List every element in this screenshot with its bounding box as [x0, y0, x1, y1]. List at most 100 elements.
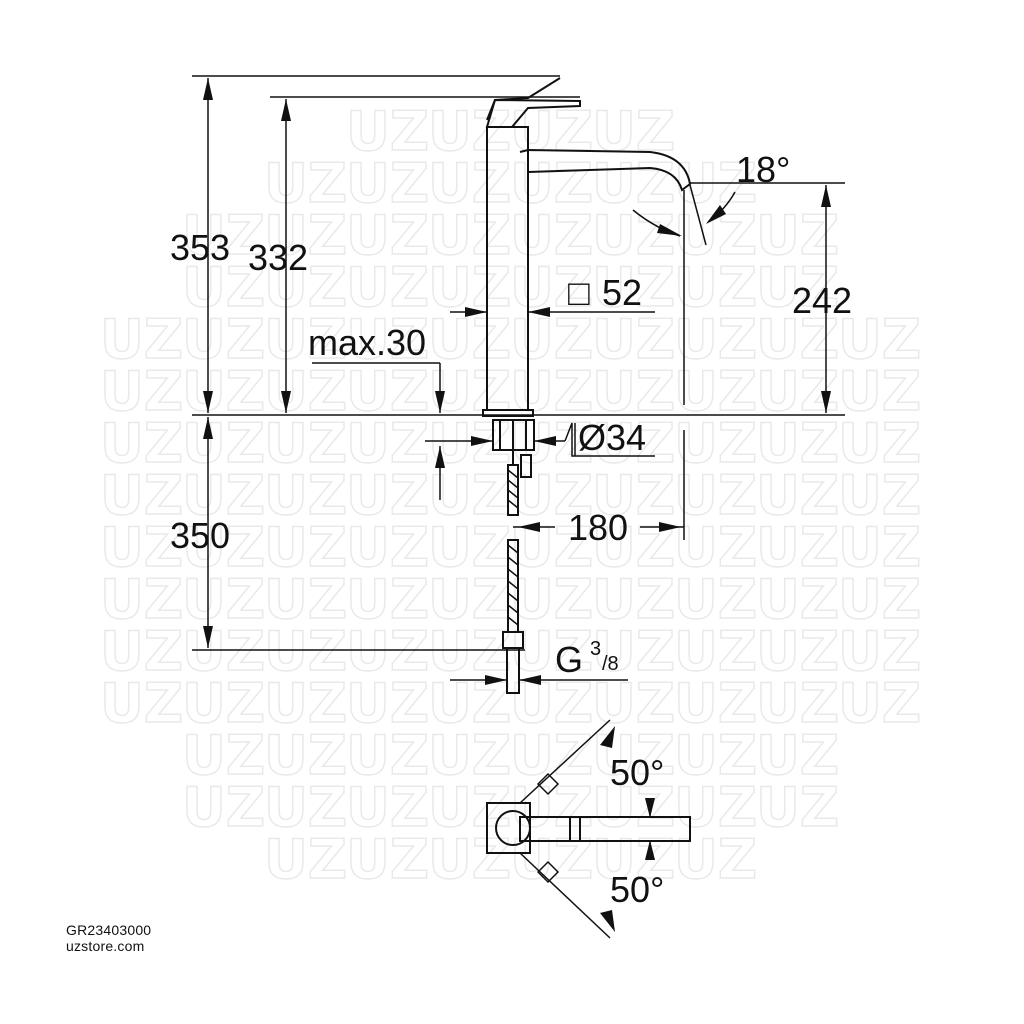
watermark-text: UZ — [756, 516, 839, 579]
watermark-text: UZ — [838, 360, 921, 423]
watermark-text: UZ — [756, 620, 839, 683]
watermark-text: UZ — [674, 724, 757, 787]
watermark-text: UZ — [182, 568, 265, 631]
watermark-text: UZ — [182, 724, 265, 787]
watermark-text: UZ — [510, 308, 593, 371]
watermark-text: UZ — [592, 100, 675, 163]
dim-connection-num: 3 — [590, 638, 601, 660]
watermark-text: UZ — [510, 672, 593, 735]
watermark-text: UZ — [264, 204, 347, 267]
watermark-pattern: UZUZUZUZUZUZUZUZUZUZUZUZUZUZUZUZUZUZUZUZ… — [99, 99, 922, 892]
faucet-side-view — [482, 77, 692, 694]
watermark-text: UZ — [346, 256, 429, 319]
watermark-text: UZ — [428, 152, 511, 215]
watermark-text: UZ — [264, 464, 347, 527]
watermark-text: UZ — [264, 152, 347, 215]
dim-connection-den: /8 — [602, 653, 619, 675]
watermark-text: UZ — [838, 620, 921, 683]
dim-spout-top-height: 332 — [248, 237, 308, 278]
watermark-text: UZ — [510, 256, 593, 319]
dim-spout-angle: 18° — [736, 149, 790, 190]
watermark-text: UZ — [264, 568, 347, 631]
dim-total-height: 353 — [170, 227, 230, 268]
watermark-text: UZ — [182, 516, 265, 579]
watermark-text: UZ — [592, 568, 675, 631]
watermark-text: UZ — [428, 308, 511, 371]
watermark-text: UZ — [838, 672, 921, 735]
watermark-text: UZ — [264, 776, 347, 839]
watermark-text: UZ — [100, 516, 183, 579]
watermark-text: UZ — [428, 620, 511, 683]
watermark-text: UZ — [428, 204, 511, 267]
watermark-text: UZ — [674, 620, 757, 683]
watermark-text: UZ — [264, 516, 347, 579]
watermark-text: UZ — [756, 412, 839, 475]
watermark-text: UZ — [346, 828, 429, 891]
watermark-text: UZ — [346, 724, 429, 787]
watermark-text: UZ — [674, 256, 757, 319]
watermark-text: UZ — [346, 204, 429, 267]
watermark-text: UZ — [264, 308, 347, 371]
watermark-text: UZ — [674, 672, 757, 735]
watermark-text: UZ — [100, 412, 183, 475]
watermark-text: UZ — [346, 620, 429, 683]
watermark-text: UZ — [346, 776, 429, 839]
watermark-text: UZ — [592, 152, 675, 215]
watermark-text: UZ — [182, 256, 265, 319]
watermark-text: UZ — [182, 308, 265, 371]
dim-body-square-symbol: □ — [568, 272, 590, 313]
dimension-arrows — [203, 78, 831, 685]
watermark-text: UZ — [428, 724, 511, 787]
watermark-text: UZ — [428, 828, 511, 891]
dim-max-deck-thickness: max.30 — [308, 322, 426, 363]
watermark-text: UZ — [428, 464, 511, 527]
watermark-text: UZ — [838, 412, 921, 475]
watermark-text: UZ — [756, 672, 839, 735]
watermark-text: UZ — [264, 620, 347, 683]
watermark-text: UZ — [100, 360, 183, 423]
watermark-text: UZ — [592, 256, 675, 319]
watermark-text: UZ — [756, 464, 839, 527]
watermark-text: UZ — [264, 724, 347, 787]
watermark-text: UZ — [674, 360, 757, 423]
watermark-text: UZ — [346, 412, 429, 475]
watermark-text: UZ — [264, 828, 347, 891]
watermark-text: UZ — [510, 620, 593, 683]
watermark-text: UZ — [346, 672, 429, 735]
watermark-text: UZ — [838, 308, 921, 371]
dim-lever-angle-up: 50° — [610, 752, 664, 793]
watermark-text: UZ — [264, 360, 347, 423]
watermark-text: UZ — [674, 776, 757, 839]
watermark-text: UZ — [510, 152, 593, 215]
watermark-text: UZ — [510, 100, 593, 163]
watermark-text: UZ — [674, 464, 757, 527]
watermark-text: UZ — [346, 464, 429, 527]
site-name: uzstore.com — [66, 938, 145, 954]
watermark-text: UZ — [592, 204, 675, 267]
watermark-text: UZ — [592, 464, 675, 527]
watermark-text: UZ — [674, 412, 757, 475]
watermark-text: UZ — [100, 464, 183, 527]
watermark-text: UZ — [264, 672, 347, 735]
watermark-text: UZ — [100, 672, 183, 735]
watermark-text: UZ — [592, 412, 675, 475]
faucet-plan-view — [486, 719, 691, 939]
watermark-text: UZ — [674, 828, 757, 891]
watermark-text: UZ — [182, 620, 265, 683]
watermark-text: UZ — [592, 360, 675, 423]
watermark-text: UZ — [182, 776, 265, 839]
watermark-text: UZ — [264, 256, 347, 319]
watermark-text: UZ — [592, 776, 675, 839]
watermark-text: UZ — [346, 152, 429, 215]
watermark-text: UZ — [428, 100, 511, 163]
watermark-text: UZ — [592, 308, 675, 371]
watermark-text: UZ — [756, 568, 839, 631]
dim-lever-angle-down: 50° — [610, 869, 664, 910]
watermark-text: UZ — [346, 568, 429, 631]
watermark-text: UZ — [264, 412, 347, 475]
dim-hole-diameter: Ø34 — [578, 417, 646, 458]
watermark-text: UZ — [674, 308, 757, 371]
watermark-text: UZ — [100, 568, 183, 631]
dimension-labels: 353 332 242 max.30 □ 52 Ø34 350 180 G 3 … — [170, 149, 852, 910]
watermark-text: UZ — [838, 464, 921, 527]
